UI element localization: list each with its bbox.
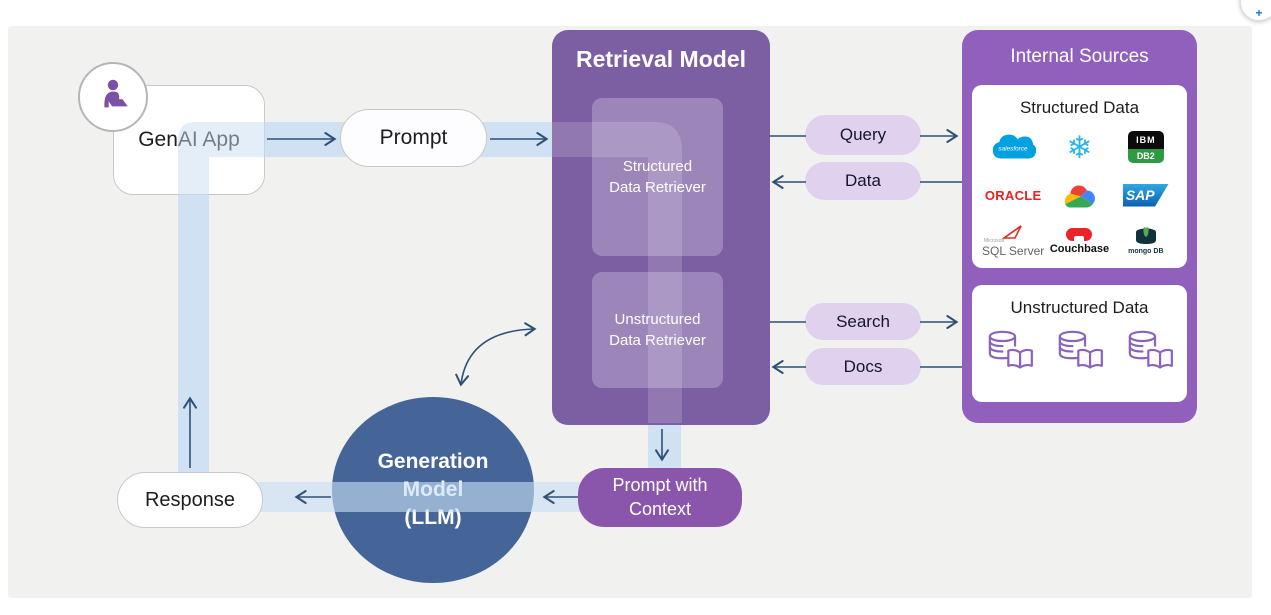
structured-data-retriever-node: Structured Data Retriever [592, 98, 723, 256]
structured-data-title: Structured Data [1019, 98, 1140, 117]
user-avatar [78, 62, 148, 132]
ibm-db2-logo-icon: IBM DB2 [1127, 131, 1164, 163]
person-laptop-icon [94, 76, 132, 119]
database-book-icon [1123, 328, 1177, 375]
oracle-logo-icon: ORACLE [984, 187, 1042, 203]
flow-band-context-down [648, 423, 681, 470]
query-pill: Query [805, 115, 921, 155]
generation-model-node: Generation Model (LLM) [332, 397, 534, 583]
snowflake-logo-icon: ❄ [1066, 129, 1093, 165]
unstructured-data-title: Unstructured Data [1010, 298, 1149, 317]
mongodb-logo-icon: mongo DB [1128, 227, 1164, 255]
response-node: Response [117, 472, 263, 528]
database-book-icon [1053, 328, 1107, 375]
structured-sources-logo-grid: salesforce ❄ IBM DB2 ORACLE [972, 118, 1187, 264]
flow-band-response-up [178, 195, 209, 495]
ibm-text: IBM [1127, 131, 1164, 149]
prompt-with-context-node: Prompt with Context [578, 468, 742, 527]
internal-sources-title: Internal Sources [1010, 46, 1149, 67]
unstructured-data-retriever-node: Unstructured Data Retriever [592, 272, 723, 388]
structured-data-card: Structured Data salesforce ❄ IBM DB2 [972, 85, 1187, 268]
unstructured-icons-row [972, 328, 1187, 375]
sap-logo-icon: SAP [1122, 183, 1169, 207]
response-label: Response [144, 488, 236, 511]
retrieval-model-node: Retrieval Model Structured Data Retrieve… [552, 30, 770, 425]
internal-sources-node: Internal Sources Structured Data salesfo… [962, 30, 1197, 423]
docs-pill: Docs [805, 348, 921, 385]
corner-control-button[interactable]: + [1240, 0, 1271, 21]
unstructured-data-card: Unstructured Data [972, 285, 1187, 402]
microsoft-text: Microsoft [984, 238, 1005, 244]
search-pill: Search [805, 303, 921, 340]
docs-label: Docs [843, 356, 883, 376]
prompt-label: Prompt [379, 126, 448, 149]
data-pill: Data [805, 162, 921, 200]
corner-control-glyph: + [1255, 6, 1263, 20]
data-label: Data [845, 171, 881, 190]
google-cloud-logo-icon [1058, 180, 1100, 211]
prompt-node: Prompt [340, 109, 487, 167]
query-label: Query [839, 125, 887, 144]
search-label: Search [836, 311, 890, 331]
database-book-icon [983, 328, 1037, 375]
sql-server-logo-icon: Microsoft SQL Server [982, 225, 1044, 257]
svg-text:salesforce: salesforce [999, 145, 1029, 152]
sql-server-text: SQL Server [982, 244, 1045, 258]
retrieval-model-title: Retrieval Model [576, 46, 746, 72]
db2-text: DB2 [1127, 149, 1164, 163]
salesforce-logo-icon: salesforce [989, 131, 1037, 164]
couchbase-logo-icon: Couchbase [1050, 227, 1109, 255]
genai-app-label: GenAI App [138, 128, 240, 151]
